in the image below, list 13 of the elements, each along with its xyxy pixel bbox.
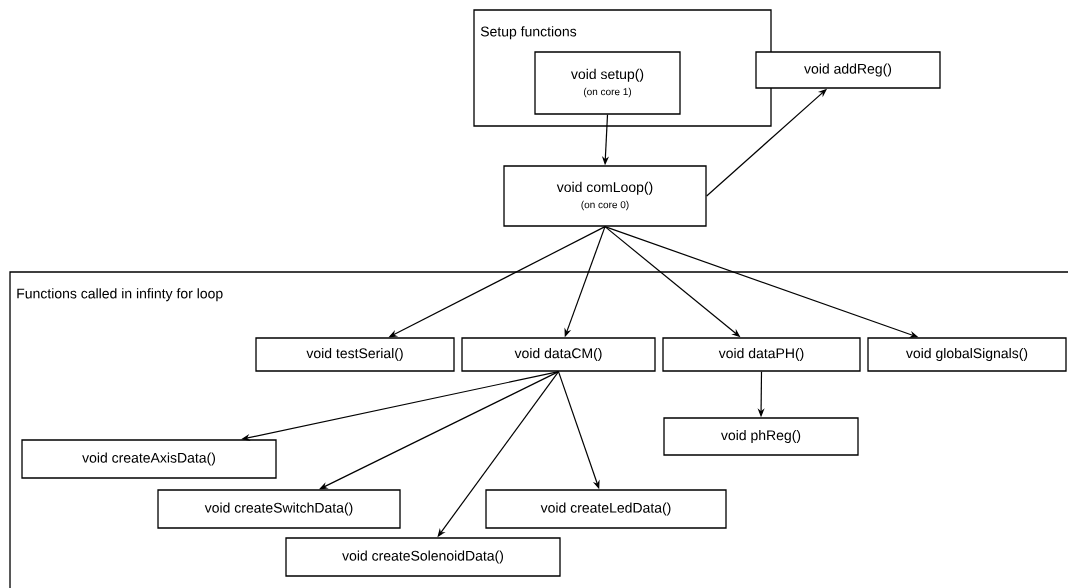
function-box: void setup() (on core 1)	[534, 51, 681, 115]
function-box: void createAxisData()	[21, 439, 277, 479]
function-box: void createLedData()	[485, 489, 727, 529]
function-box: void dataCM()	[461, 337, 656, 372]
function-box: void addReg()	[755, 51, 941, 89]
function-box: void globalSignals()	[867, 337, 1067, 372]
function-box: void testSerial()	[255, 337, 455, 372]
arrow	[319, 371, 560, 490]
function-box: void createSwitchData()	[157, 489, 401, 529]
function-box: void phReg()	[663, 417, 859, 456]
function-box: void comLoop() (on core 0)	[503, 165, 707, 227]
function-box: void dataPH()	[662, 337, 861, 372]
function-box: void createSolenoidData()	[285, 537, 561, 577]
